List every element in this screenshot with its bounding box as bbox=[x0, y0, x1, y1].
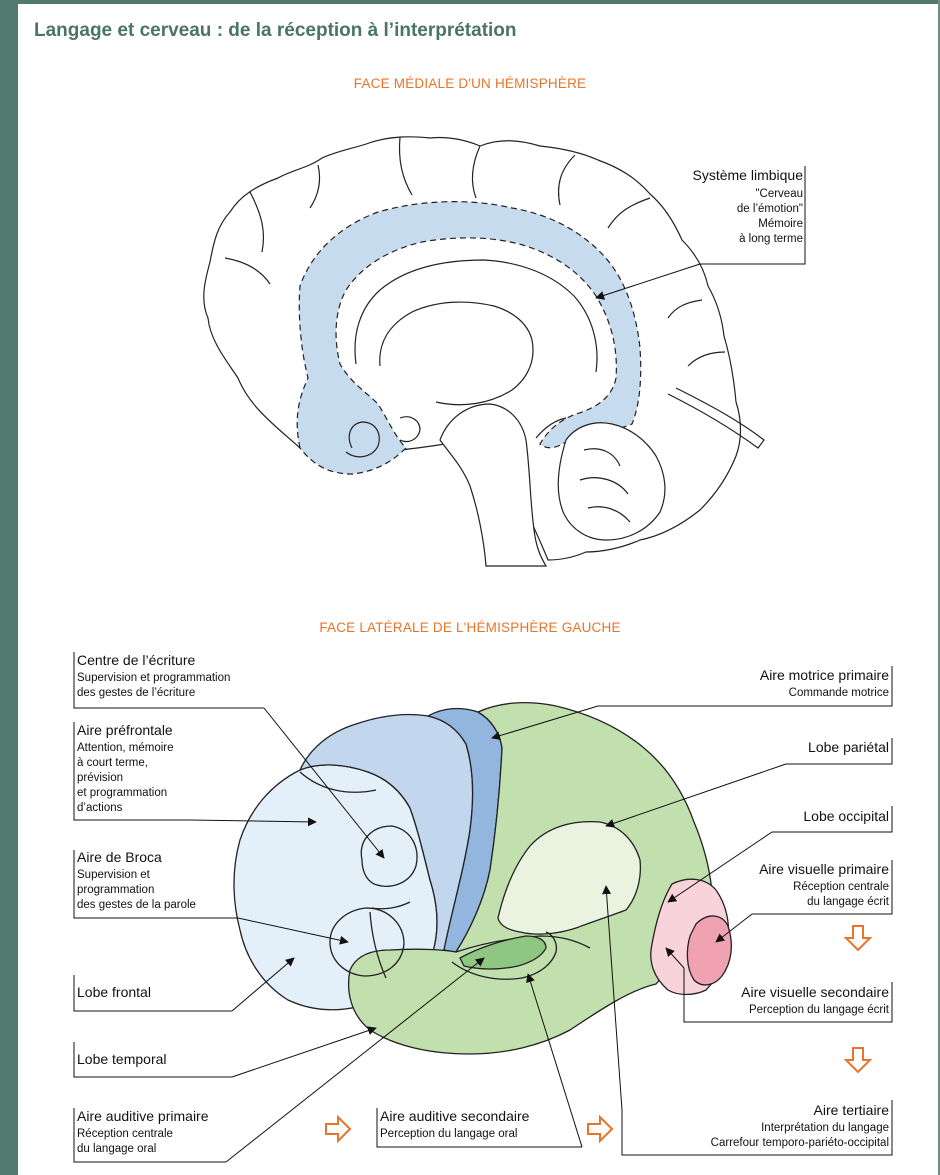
orange-arrow-down-1 bbox=[846, 926, 870, 950]
primary-motor-line-1: Commande motrice bbox=[789, 687, 889, 699]
temporal-lobe-label-group: Lobe temporal bbox=[74, 1028, 376, 1077]
primary-motor-label: Aire motrice primaire bbox=[760, 667, 889, 683]
primary-auditory-label: Aire auditive primaire bbox=[77, 1108, 209, 1124]
frontal-lobe-label: Lobe frontal bbox=[77, 984, 151, 1000]
temporal-lobe-label: Lobe temporal bbox=[77, 1051, 167, 1067]
secondary-auditory-line-1: Perception du langage oral bbox=[380, 1128, 517, 1140]
broca-line-3: des gestes de la parole bbox=[77, 899, 196, 911]
limbic-line-2: de l’émotion" bbox=[737, 203, 803, 215]
prefrontal-line-2: à court terme, bbox=[77, 757, 148, 769]
limbic-line-1: "Cerveau bbox=[755, 188, 803, 200]
prefrontal-line-1: Attention, mémoire bbox=[77, 742, 174, 754]
secondary-visual-line-1: Perception du langage écrit bbox=[749, 1004, 890, 1016]
tertiary-line-2: Carrefour temporo-pariéto-occipital bbox=[711, 1137, 889, 1149]
writing-center-line-2: des gestes de l’écriture bbox=[77, 687, 195, 699]
prefrontal-line-3: prévision bbox=[77, 772, 123, 784]
limbic-line-4: à long terme bbox=[739, 233, 803, 245]
broca-line-2: programmation bbox=[77, 884, 154, 896]
parietal-lobe-label: Lobe pariétal bbox=[808, 739, 889, 755]
tertiary-label: Aire tertiaire bbox=[814, 1102, 890, 1118]
tertiary-line-1: Interprétation du langage bbox=[761, 1122, 889, 1134]
limbic-line-3: Mémoire bbox=[758, 218, 803, 230]
primary-visual-line-1: Réception centrale bbox=[793, 881, 889, 893]
writing-center-label: Centre de l’écriture bbox=[77, 652, 195, 668]
writing-center-line-1: Supervision et programmation bbox=[77, 672, 230, 684]
broca-line-1: Supervision et bbox=[77, 869, 151, 881]
orange-arrow-right-1 bbox=[326, 1117, 350, 1141]
primary-auditory-line-1: Réception centrale bbox=[77, 1128, 173, 1140]
prefrontal-line-4: et programmation bbox=[77, 787, 167, 799]
broca-label: Aire de Broca bbox=[77, 849, 162, 865]
prefrontal-label: Aire préfrontale bbox=[77, 722, 173, 738]
primary-visual-label-group: Aire visuelle primaire Réception central… bbox=[716, 860, 892, 942]
temporal-lobe-arrow bbox=[232, 1028, 376, 1077]
secondary-visual-label: Aire visuelle secondaire bbox=[741, 984, 889, 1000]
primary-visual-line-2: du langage écrit bbox=[807, 896, 890, 908]
prefrontal-line-5: d’actions bbox=[77, 802, 123, 814]
occipital-lobe-label: Lobe occipital bbox=[803, 808, 889, 824]
primary-visual-label: Aire visuelle primaire bbox=[759, 861, 889, 877]
primary-auditory-line-2: du langage oral bbox=[77, 1143, 156, 1155]
limbic-label: Système limbique bbox=[693, 167, 804, 183]
secondary-auditory-label: Aire auditive secondaire bbox=[380, 1108, 530, 1124]
lateral-brain bbox=[234, 703, 731, 1054]
orange-arrow-down-2 bbox=[846, 1048, 870, 1072]
orange-arrow-right-2 bbox=[588, 1117, 612, 1141]
